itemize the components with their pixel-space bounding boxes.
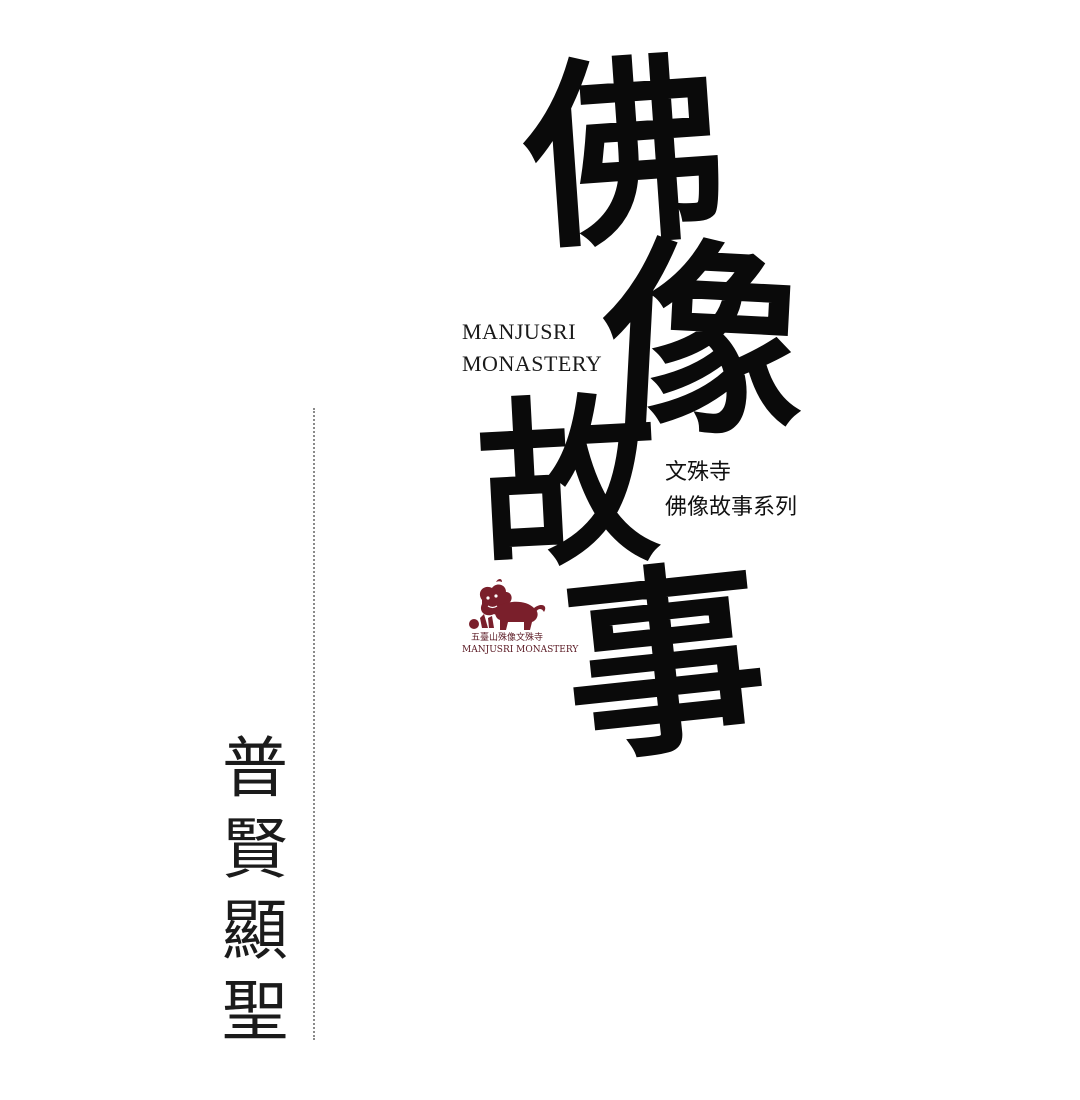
series-label: 文殊寺 佛像故事系列 <box>665 455 797 525</box>
logo-caption: 五臺山殊像文殊寺 MANJUSRI MONASTERY <box>462 632 579 656</box>
logo-caption-en: MANJUSRI MONASTERY <box>462 645 579 655</box>
main-title-char-4: 事 <box>553 537 777 792</box>
story-title-char-4: 聖 <box>222 973 288 1050</box>
monastery-name-en: MANJUSRI MONASTERY <box>462 316 602 380</box>
series-label-line-1: 文殊寺 <box>665 460 732 485</box>
story-title-char-1: 普 <box>222 730 288 807</box>
monastery-name-line-2: MONASTERY <box>462 351 603 376</box>
story-title-char-2: 賢 <box>222 811 288 888</box>
series-label-line-2: 佛像故事系列 <box>665 495 798 520</box>
story-title: 普 賢 顯 聖 <box>215 728 295 1052</box>
story-title-char-3: 顯 <box>222 892 288 969</box>
vertical-divider <box>313 408 315 1040</box>
lion-icon <box>469 579 546 630</box>
logo-caption-cn: 五臺山殊像文殊寺 <box>470 633 543 643</box>
monastery-name-line-1: MANJUSRI <box>462 319 577 344</box>
